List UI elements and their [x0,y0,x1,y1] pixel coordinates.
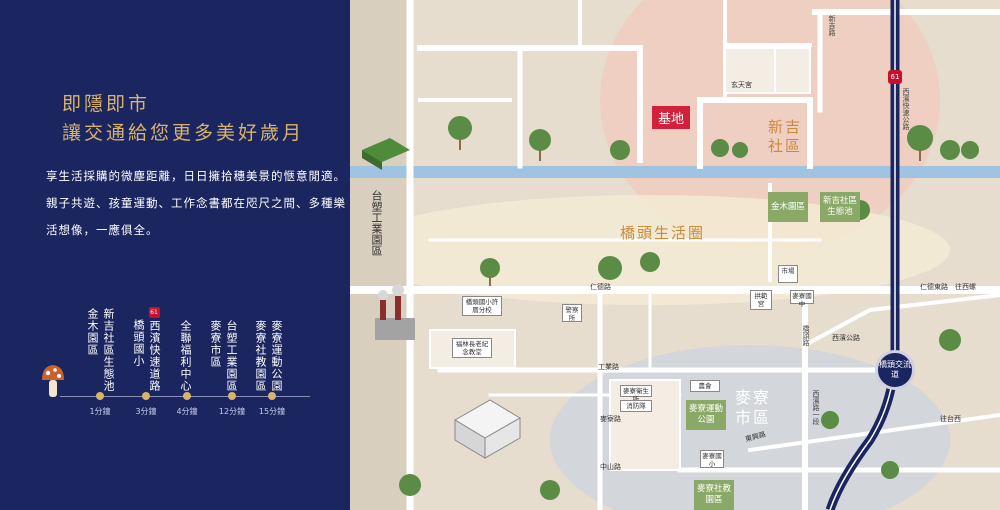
mailiao-elem-label: 麥寮國小 [700,450,724,468]
map-canvas [350,0,1000,510]
gongye-road-label: 工業路 [598,363,619,371]
timeline-place: 麥寮市區 [209,320,222,368]
route-61-badge: 61 [148,307,160,318]
fulin-memorial-label: 福林長老紀念教堂 [452,338,492,358]
timeline-time: 12分鐘 [218,407,246,416]
timeline-time: 4分鐘 [176,407,198,416]
timeline-place: 台塑工業園區 [225,320,238,392]
timeline-entry: 61 西濱快速道路 橋頭國小 [132,307,161,392]
timeline-place-group: 61 西濱快速道路 [148,307,161,392]
temple-label: 拱範宮 [750,290,772,310]
qiaotou-living-circle-label: 橋頭生活圈 [620,224,706,242]
description-line3: 活想像，一應俱全。 [46,223,159,237]
to-taixi-label: 往台西 [940,415,961,423]
qiaotou-road-label: 橋頭路 [802,325,810,346]
timeline-entry: 台塑工業園區 麥寮市區 [209,320,238,392]
description: 享生活採購的微塵距離，日日擁拾穗美景的愜意閒適。 親子共遊、孩童運動、工作念書都… [46,163,346,244]
mushroom-icon [42,365,64,397]
xuantian-temple-label: 玄天宮 [731,81,752,89]
mailiao-sports-park-label: 麥寮運動公園 [686,400,726,430]
xibin-highway-label: 西濱公路 [832,334,860,342]
clinic-label: 麥寮衛生所 [620,385,652,403]
timeline-dot [142,392,150,400]
timeline-dot [228,392,236,400]
timeline-dot [268,392,276,400]
map-left-strip [350,0,410,510]
timeline-place: 麥寮社教園區 [254,320,267,392]
mailiao-jh-label: 麥寮國中 [790,290,814,308]
info-panel: 即隱即市 讓交通給您更多美好歲月 享生活採購的微塵距離，日日擁拾穗美景的愜意閒適… [0,0,350,510]
fire-label: 消防隊 [620,400,652,412]
timeline-place: 橋頭國小 [132,319,145,367]
xibin-road-label: 西濱路一段 [812,390,820,425]
timeline-dot [183,392,191,400]
travel-time-timeline: 1分鐘 3分鐘 4分鐘 12分鐘 15分鐘 新吉社區生態池 金木園區 61 西濱… [40,300,320,440]
timeline-dot [96,392,104,400]
building-icon [454,399,521,459]
description-line1: 享生活採購的微塵距離，日日擁拾穗美景的愜意閒適。 [46,169,346,183]
rende-road-label: 仁德路 [590,283,611,291]
xinji-pond-label: 新吉社區生態池 [820,192,860,222]
timeline-time: 1分鐘 [89,407,111,416]
maicao-road-label: 麥寮路 [600,415,621,423]
jinmu-park-label: 金木園區 [768,192,808,222]
headline-line2: 讓交通給您更多美好歲月 [62,122,305,144]
qiaotou-elem-branch-label: 橋頭國小許厝分校 [462,296,502,316]
timeline-place: 全聯福利中心 [179,320,192,392]
factory-icon [375,284,415,340]
qiaotou-zone [350,195,950,305]
police-label: 警察所 [562,304,582,322]
tree-icons [399,116,979,500]
timeline-time: 3分鐘 [135,407,157,416]
area-map: 基地 玄天宮 新吉社區 橋頭生活圈 台塑工業園區 麥寮市區 金木園區 新吉社區生… [350,0,1000,510]
timeline-time: 15分鐘 [258,407,286,416]
mailiao-district-label: 麥寮市區 [735,388,772,427]
route-61-badge: 61 [888,70,902,84]
timeline-entry: 新吉社區生態池 金木園區 [86,308,115,392]
timeline-place: 金木園區 [86,308,99,356]
timeline-entry: 麥寮運動公園 麥寮社教園區 [254,320,283,392]
rende-east-road-label: 仁德東路 [920,283,948,291]
site-marker: 基地 [652,106,691,129]
headline: 即隱即市 讓交通給您更多美好歲月 [62,90,304,148]
to-xiluo-label: 往西螺 [955,283,976,291]
greenhouse-icon [362,138,410,170]
xinji-road-label: 新吉路 [828,15,836,36]
site-zone [600,0,940,250]
qiaotou-interchange-badge: 橋頭交流道 [875,350,915,390]
market-label: 市場 [778,265,798,283]
zhongshan-road-label: 中山路 [600,463,621,471]
farm-assoc-label: 農會 [690,380,720,392]
timeline-place: 西濱快速道路 [148,320,161,392]
description-line2: 親子共遊、孩童運動、工作念書都在咫尺之間、多種樂 [46,196,346,210]
headline-line1: 即隱即市 [62,93,151,115]
xinji-community-label: 新吉社區 [768,118,803,155]
river [350,166,1000,178]
west-coast-expressway-label: 西濱快速公路 [902,88,910,130]
mailiao-edu-park-label: 麥寮社教園區 [694,480,734,510]
timeline-place: 麥寮運動公園 [270,320,283,392]
timeline-place: 新吉社區生態池 [102,308,115,392]
formosa-industrial-park-label: 台塑工業園區 [370,190,383,256]
timeline-entry: 全聯福利中心 [179,320,192,392]
